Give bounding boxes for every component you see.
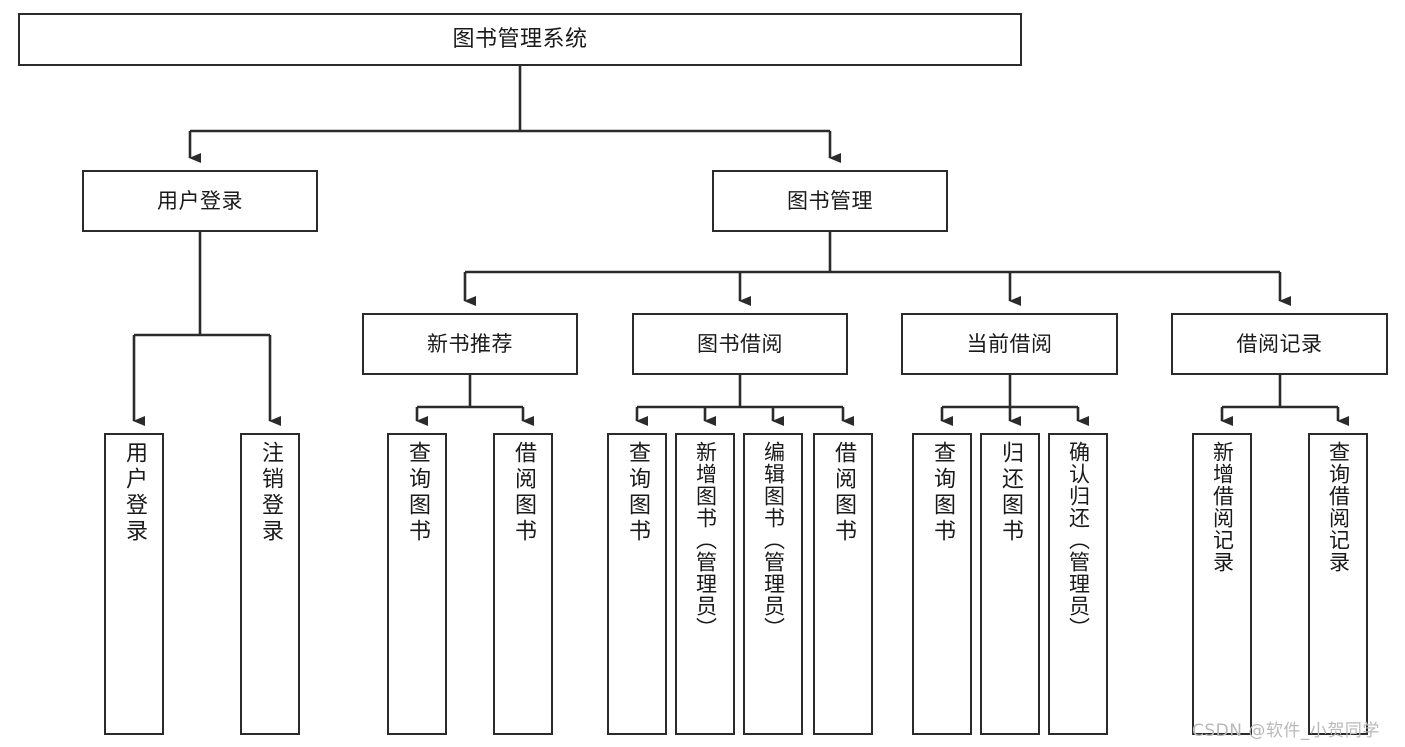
node-label: 图书管理系统 <box>452 26 588 52</box>
node-label: 查询图书 <box>930 441 955 545</box>
node-book-borrow[interactable]: 图书借阅 <box>632 313 848 375</box>
node-label: 借阅图书 <box>511 441 536 545</box>
leaf-book-borrow-edit[interactable]: 编辑图书（管理员） <box>743 433 803 735</box>
node-label: 图书管理 <box>787 188 873 213</box>
node-label: 编辑图书（管理员） <box>761 441 786 639</box>
leaf-current-borrow-query[interactable]: 查询图书 <box>912 433 972 735</box>
leaf-current-borrow-confirm-return[interactable]: 确认归还（管理员） <box>1048 433 1108 735</box>
node-current-borrow[interactable]: 当前借阅 <box>901 313 1118 375</box>
node-label: 新增借阅记录 <box>1210 441 1235 573</box>
leaf-current-borrow-return[interactable]: 归还图书 <box>980 433 1040 735</box>
leaf-new-book-borrow[interactable]: 借阅图书 <box>493 433 553 735</box>
node-root-book-management-system[interactable]: 图书管理系统 <box>18 13 1022 66</box>
node-label: 新增图书（管理员） <box>693 441 718 639</box>
node-label: 用户登录 <box>122 441 147 545</box>
node-label: 查询借阅记录 <box>1326 441 1351 573</box>
leaf-user-login-signin[interactable]: 用户登录 <box>104 433 164 735</box>
node-label: 注销登录 <box>258 441 283 545</box>
node-label: 借阅记录 <box>1236 331 1323 356</box>
leaf-new-book-query[interactable]: 查询图书 <box>387 433 447 735</box>
node-label: 图书借阅 <box>697 331 783 356</box>
node-borrow-record[interactable]: 借阅记录 <box>1171 313 1388 375</box>
node-label: 用户登录 <box>157 188 243 213</box>
leaf-borrow-record-add[interactable]: 新增借阅记录 <box>1192 433 1252 735</box>
node-label: 借阅图书 <box>831 441 856 545</box>
node-user-login[interactable]: 用户登录 <box>82 170 318 232</box>
watermark-text: CSDN @软件_小贺同学 <box>1192 721 1380 741</box>
node-label: 确认归还（管理员） <box>1066 441 1091 639</box>
leaf-user-login-signout[interactable]: 注销登录 <box>240 433 300 735</box>
node-label: 当前借阅 <box>966 331 1053 356</box>
node-label: 查询图书 <box>625 441 650 545</box>
node-new-book-recommend[interactable]: 新书推荐 <box>362 313 578 375</box>
node-label: 查询图书 <box>405 441 430 545</box>
leaf-borrow-record-query[interactable]: 查询借阅记录 <box>1308 433 1368 735</box>
node-label: 新书推荐 <box>427 331 513 356</box>
node-label: 归还图书 <box>998 441 1023 545</box>
leaf-book-borrow-add[interactable]: 新增图书（管理员） <box>675 433 735 735</box>
leaf-book-borrow-borrow[interactable]: 借阅图书 <box>813 433 873 735</box>
leaf-book-borrow-query[interactable]: 查询图书 <box>607 433 667 735</box>
node-book-management[interactable]: 图书管理 <box>712 170 948 232</box>
csdn-watermark: CSDN @软件_小贺同学 <box>1192 716 1380 741</box>
